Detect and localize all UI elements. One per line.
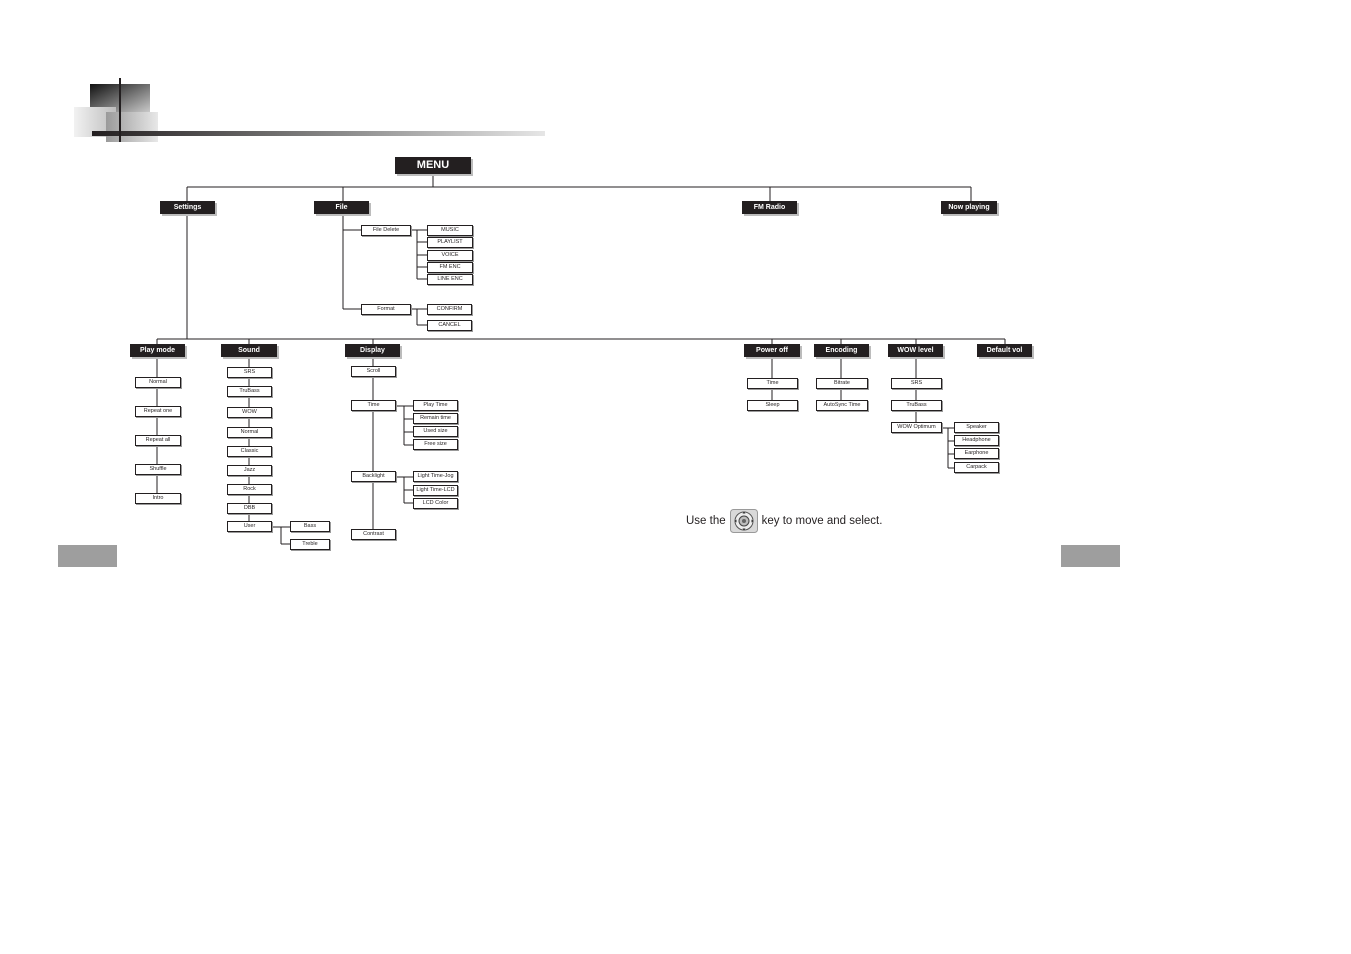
display-time-used-size: Used size (413, 426, 458, 437)
wow-level-header: WOW level (888, 344, 943, 357)
right-tab-bar (1061, 545, 1120, 567)
file-header: File (314, 201, 369, 214)
power-off-time: Time (747, 378, 798, 389)
wow-optimum-carpack: Carpack (954, 462, 999, 473)
sound-classic: Classic (227, 446, 272, 457)
sound-normal: Normal (227, 427, 272, 438)
play-mode-header: Play mode (130, 344, 185, 357)
play-mode-normal: Normal (135, 377, 181, 388)
file-delete-voice: VOICE (427, 250, 473, 261)
file-delete-fm-enc: FM ENC (427, 262, 473, 273)
display-time-free-size: Free size (413, 439, 458, 450)
display-time: Time (351, 400, 396, 411)
display-time-play-time: Play Time (413, 400, 458, 411)
sound-user-bass: Bass (290, 521, 330, 532)
display-contrast: Contrast (351, 529, 396, 540)
sound-header: Sound (221, 344, 277, 357)
note-before-text: Use the (686, 515, 726, 527)
file-delete-playlist: PLAYLIST (427, 237, 473, 248)
title-decoration (74, 78, 545, 142)
format-confirm: CONFIRM (427, 304, 472, 315)
sound-user: User (227, 521, 272, 532)
display-header: Display (345, 344, 400, 357)
wow-optimum-earphone: Earphone (954, 448, 999, 459)
default-vol-header: Default vol (977, 344, 1032, 357)
file-delete-box: File Delete (361, 225, 411, 236)
encoding-bitrate: Bitrate (816, 378, 868, 389)
left-tab-bar (58, 545, 117, 567)
file-delete-line-enc: LINE ENC (427, 274, 473, 285)
display-lcd-color: LCD Color (413, 498, 458, 509)
format-cancel: CANCEL (427, 320, 472, 331)
display-time-remain-time: Remain time (413, 413, 458, 424)
display-backlight: Backlight (351, 471, 396, 482)
play-mode-shuffle: Shuffle (135, 464, 181, 475)
play-mode-repeat-one: Repeat one (135, 406, 181, 417)
now-playing-header: Now playing (941, 201, 997, 214)
wow-level-wow-optimum: WOW Optimum (891, 422, 942, 433)
display-light-time-lcd: Light Time-LCD (413, 485, 458, 496)
power-off-header: Power off (744, 344, 800, 357)
wow-level-srs: SRS (891, 378, 942, 389)
wow-level-trubass: TruBass (891, 400, 942, 411)
display-scroll: Scroll (351, 366, 396, 377)
fm-radio-header: FM Radio (742, 201, 797, 214)
sound-wow: WOW (227, 407, 272, 418)
format-box: Format (361, 304, 411, 315)
wow-optimum-speaker: Speaker (954, 422, 999, 433)
note-after-text: key to move and select. (761, 515, 883, 527)
encoding-header: Encoding (814, 344, 869, 357)
encoding-autosync-time: AutoSync Time (816, 400, 868, 411)
jog-key-icon (729, 509, 758, 533)
sound-dbb: DBB (227, 503, 272, 514)
settings-header: Settings (160, 201, 215, 214)
play-mode-intro: Intro (135, 493, 181, 504)
sound-rock: Rock (227, 484, 272, 495)
power-off-sleep: Sleep (747, 400, 798, 411)
menu-root-header: MENU (395, 157, 471, 174)
sound-srs: SRS (227, 367, 272, 378)
sound-jazz: Jazz (227, 465, 272, 476)
wow-optimum-headphone: Headphone (954, 435, 999, 446)
display-light-time-jog: Light Time-Jog (413, 471, 458, 482)
sound-user-treble: Treble (290, 539, 330, 550)
play-mode-repeat-all: Repeat all (135, 435, 181, 446)
file-delete-music: MUSIC (427, 225, 473, 236)
navigation-note: Use the key to move and select. (686, 509, 882, 533)
sound-trubass: TruBass (227, 386, 272, 397)
